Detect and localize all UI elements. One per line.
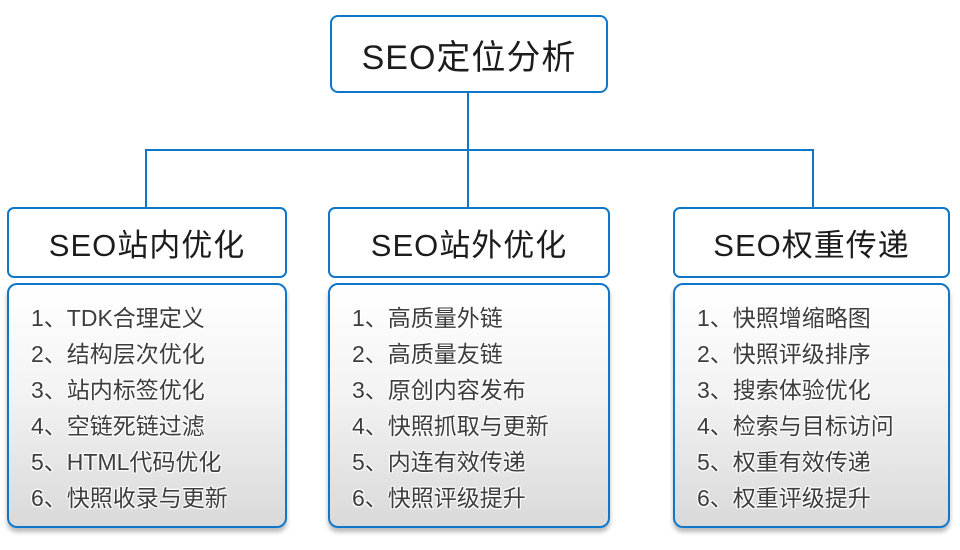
list-item: 5、权重有效传递 — [697, 449, 871, 475]
list-item: 6、快照评级提升 — [352, 485, 526, 511]
branch-title: SEO站内优化 — [48, 228, 246, 263]
list-item: 2、快照评级排序 — [697, 341, 871, 367]
branch-header-offsite: SEO站外优化 — [328, 207, 610, 278]
list-item: 4、检索与目标访问 — [697, 413, 894, 439]
list-item: 2、高质量友链 — [352, 341, 503, 367]
root-node: SEO定位分析 — [330, 15, 608, 93]
list-item: 3、站内标签优化 — [31, 377, 205, 403]
list-item: 6、权重评级提升 — [697, 485, 871, 511]
connector-horizontal — [145, 149, 814, 151]
branch-header-weight: SEO权重传递 — [673, 207, 950, 278]
list-item: 3、原创内容发布 — [352, 377, 526, 403]
branch-title: SEO站外优化 — [370, 228, 568, 263]
connector-root-stem — [467, 93, 469, 151]
list-item: 5、内连有效传递 — [352, 449, 526, 475]
root-node-title: SEO定位分析 — [361, 38, 577, 77]
list-item: 5、HTML代码优化 — [31, 449, 222, 475]
list-item: 1、TDK合理定义 — [31, 305, 205, 331]
list-item: 4、快照抓取与更新 — [352, 413, 549, 439]
connector-drop-right — [812, 149, 814, 207]
list-item: 4、空链死链过滤 — [31, 413, 205, 439]
branch-list-onsite: 1、TDK合理定义 2、结构层次优化 3、站内标签优化 4、空链死链过滤 5、H… — [7, 283, 287, 528]
connector-drop-center — [467, 149, 469, 207]
branch-header-onsite: SEO站内优化 — [7, 207, 287, 278]
list-item: 1、高质量外链 — [352, 305, 503, 331]
list-item: 3、搜索体验优化 — [697, 377, 871, 403]
branch-title: SEO权重传递 — [713, 228, 910, 263]
branch-list-offsite: 1、高质量外链 2、高质量友链 3、原创内容发布 4、快照抓取与更新 5、内连有… — [328, 283, 610, 528]
list-item: 2、结构层次优化 — [31, 341, 205, 367]
list-item: 6、快照收录与更新 — [31, 485, 228, 511]
list-item: 1、快照增缩略图 — [697, 305, 871, 331]
connector-drop-left — [145, 149, 147, 207]
branch-list-weight: 1、快照增缩略图 2、快照评级排序 3、搜索体验优化 4、检索与目标访问 5、权… — [673, 283, 950, 528]
